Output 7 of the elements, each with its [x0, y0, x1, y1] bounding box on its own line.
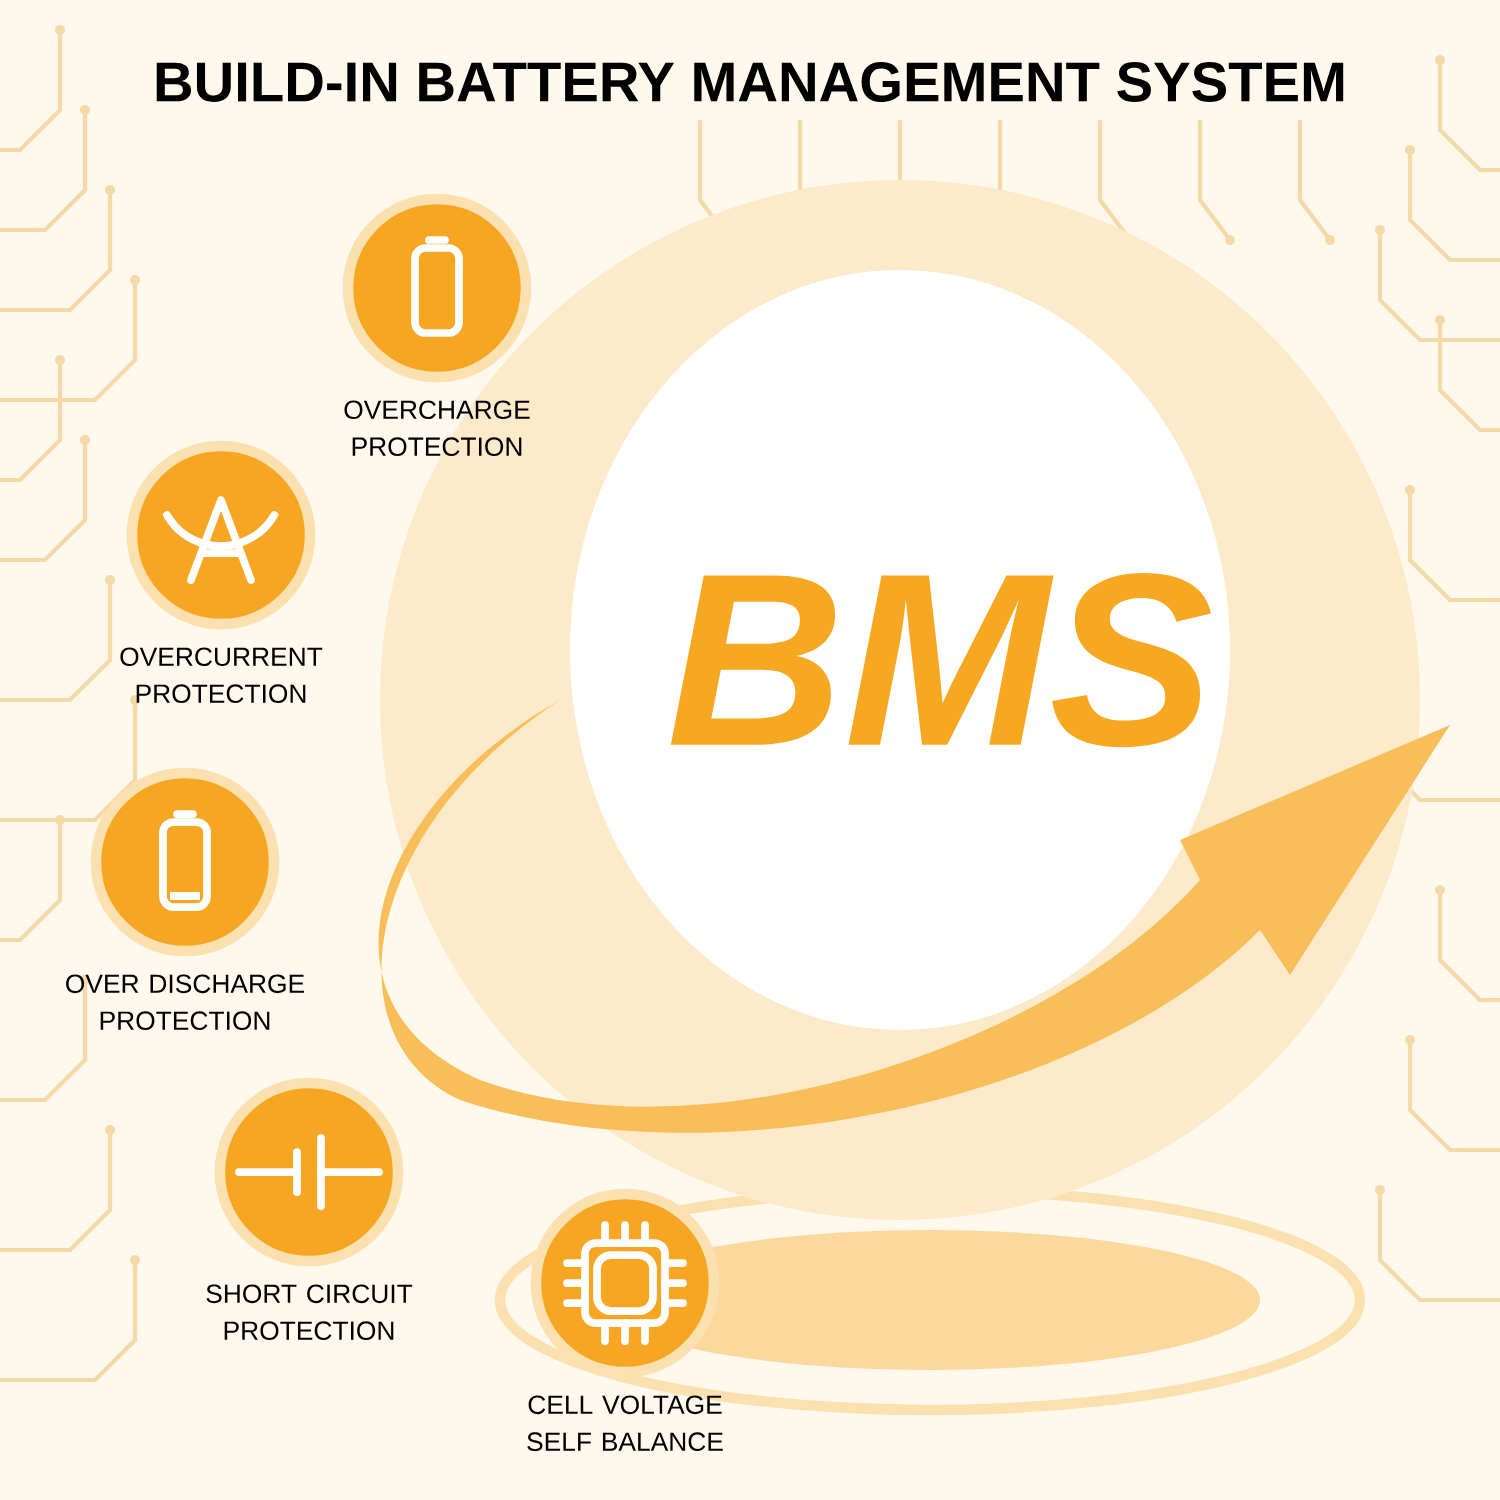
- feature-caption: OVERCURRENT PROTECTION: [120, 647, 323, 704]
- bms-lettering: BMS: [670, 572, 1211, 748]
- title: BUILD-IN BATTERY MANAGEMENT SYSTEM: [156, 62, 1344, 102]
- feature-caption: SHORT CIRCUIT PROTECTION: [206, 1284, 413, 1341]
- feature-caption: OVERCHARGE PROTECTION: [344, 400, 530, 457]
- feature-caption: OVER DISCHARGE PROTECTION: [66, 974, 304, 1031]
- feature-caption: CELL VOLTAGE SELF BALANCE: [527, 1395, 723, 1452]
